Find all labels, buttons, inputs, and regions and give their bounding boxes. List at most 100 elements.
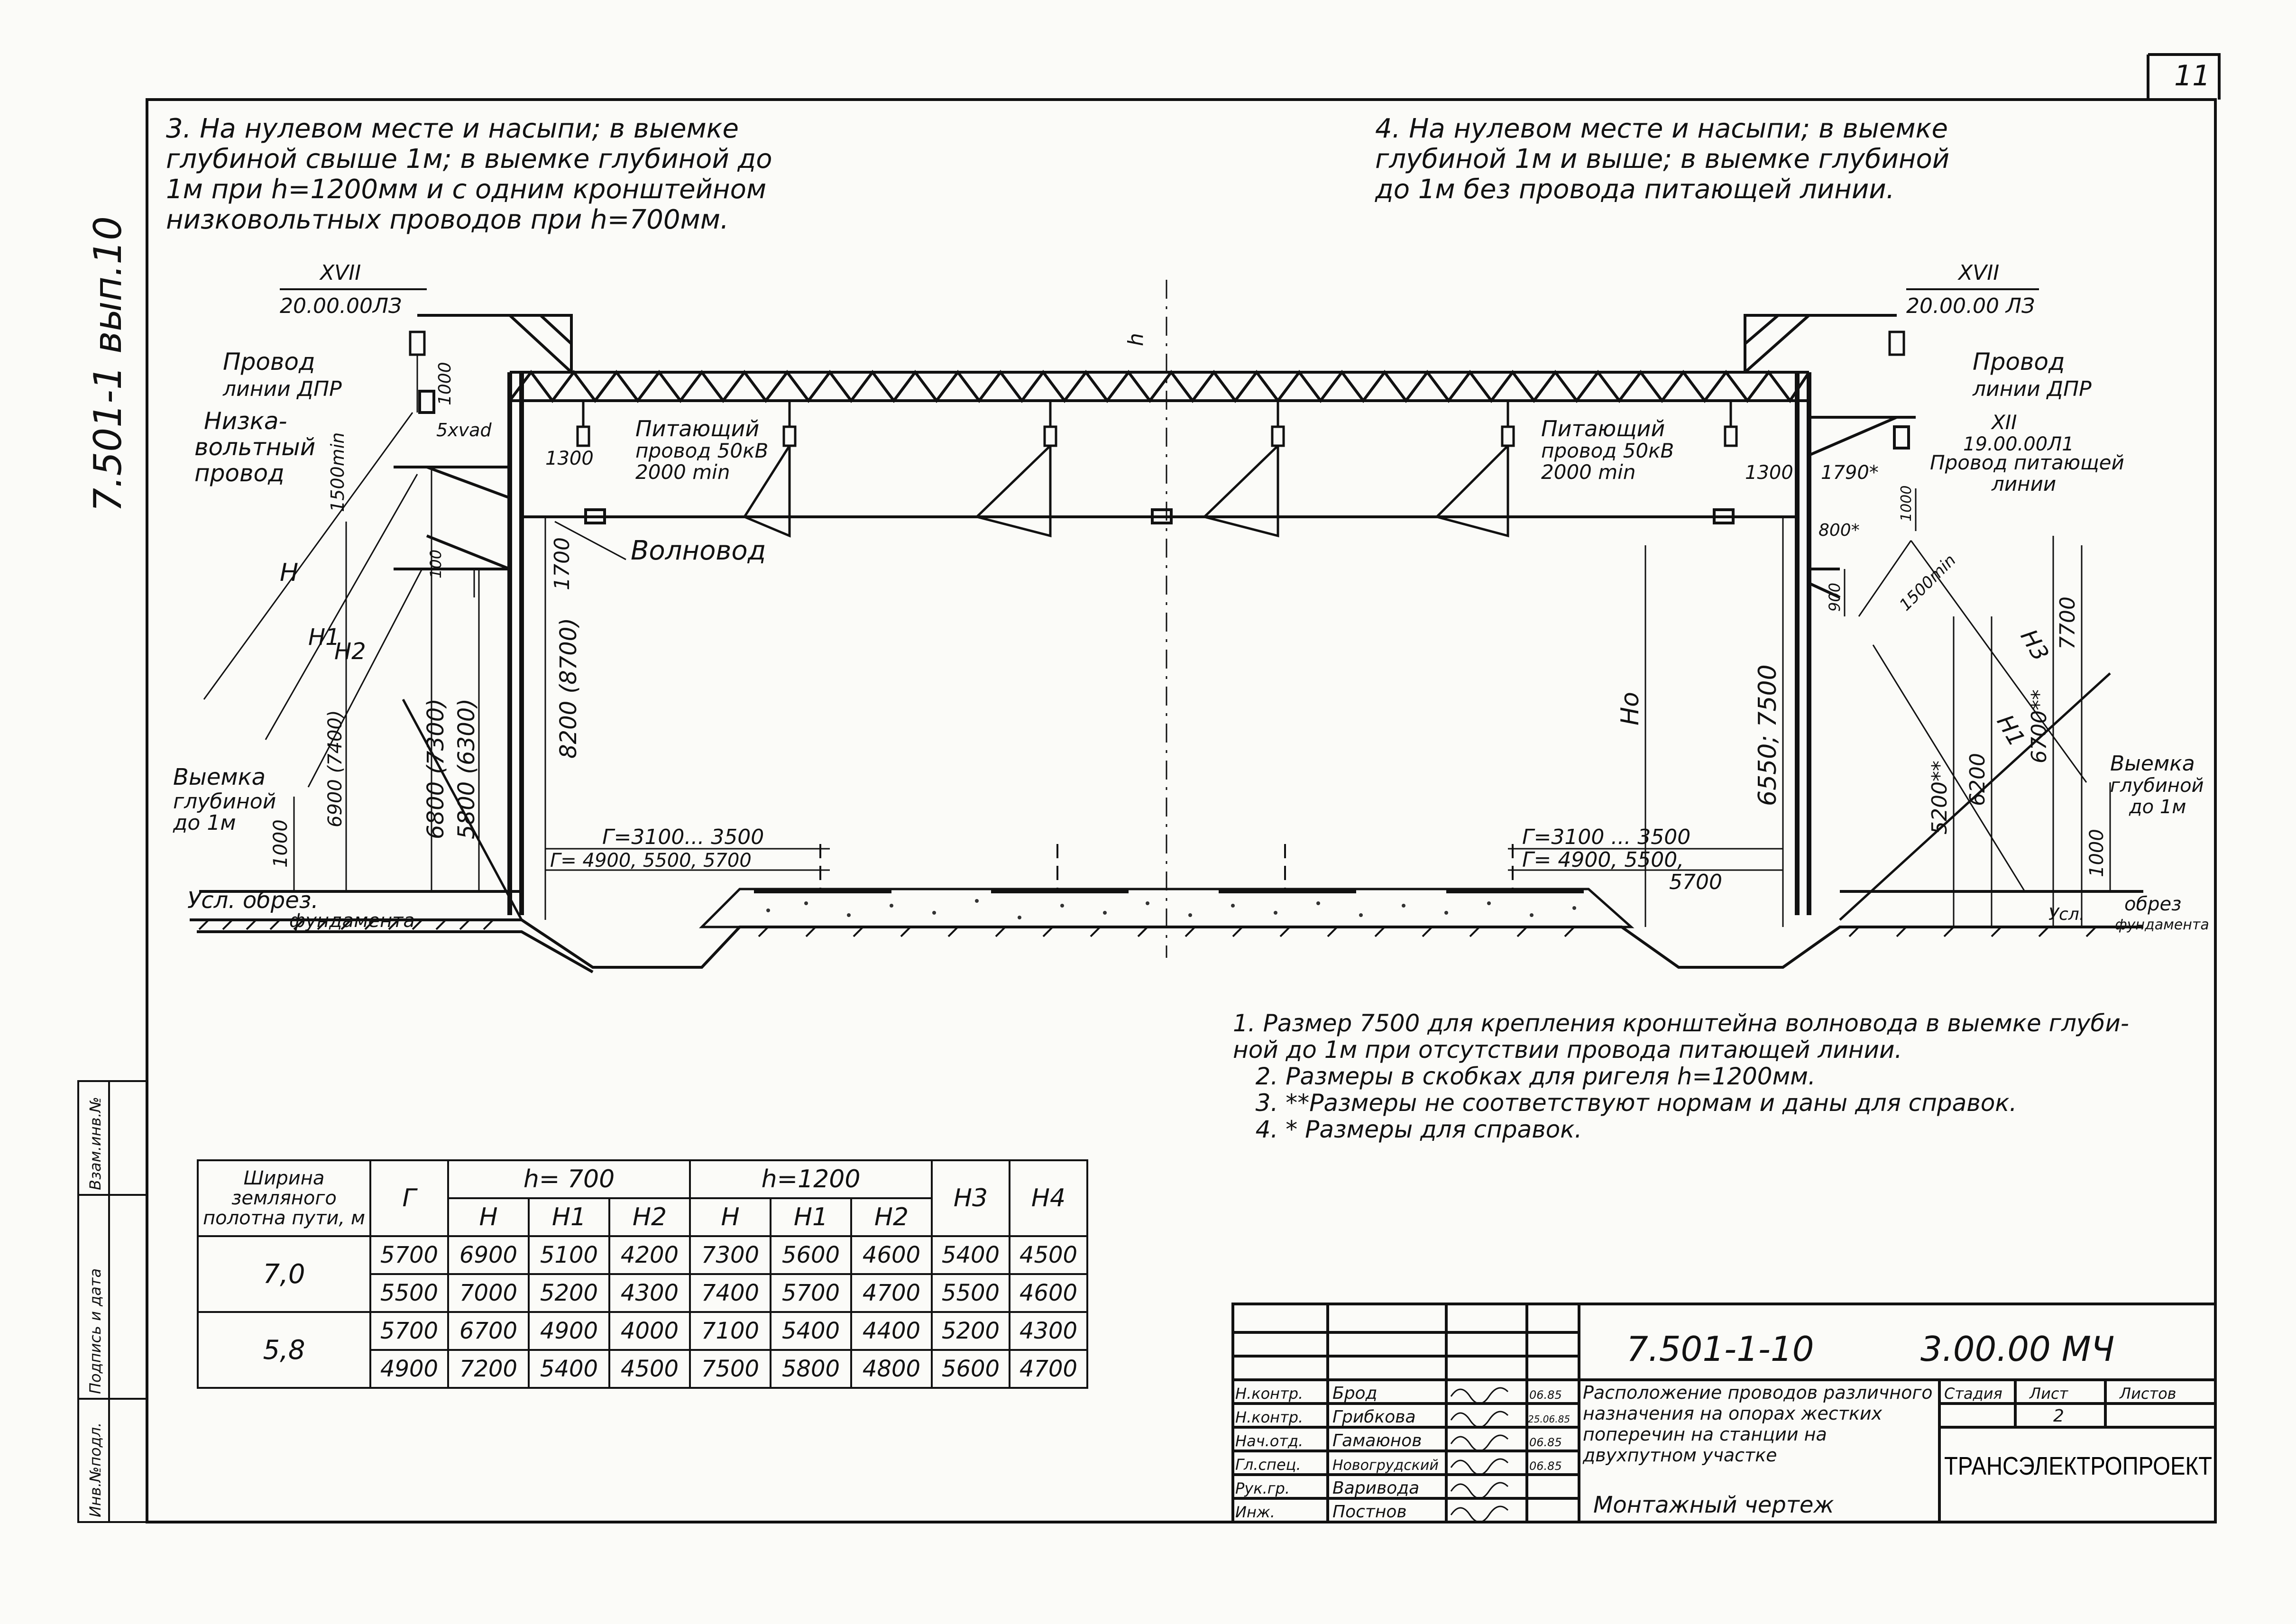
dim-800: 800* bbox=[1818, 521, 1860, 540]
dim-1500min: 1500min bbox=[327, 432, 348, 512]
dim-1000b: 1000 bbox=[270, 819, 292, 868]
title-description: Расположение проводов различного назначе… bbox=[1583, 1382, 1933, 1466]
cell: 4800 bbox=[850, 1349, 933, 1389]
cell: 5100 bbox=[528, 1235, 610, 1275]
dim-1000a: 1000 bbox=[435, 362, 455, 405]
feeder-left-1: Питающий bbox=[635, 416, 759, 441]
th-G: Г bbox=[369, 1159, 449, 1237]
cell-width: 5,8 bbox=[197, 1311, 371, 1389]
waveguide-leader bbox=[554, 521, 626, 560]
label-dpr-wire-1: Провод bbox=[223, 348, 315, 376]
feeder-right-3: 2000 min bbox=[1541, 460, 1635, 484]
cell: 7400 bbox=[689, 1273, 771, 1313]
signatures bbox=[1450, 1387, 1509, 1523]
cell: 6700 bbox=[447, 1311, 530, 1351]
signer-date-2: 06.85 bbox=[1529, 1436, 1562, 1449]
dim-900: 900 bbox=[1826, 583, 1844, 612]
dim-5800: 5800 (6300) bbox=[453, 698, 480, 839]
signer-date-3: 06.85 bbox=[1529, 1459, 1562, 1473]
gauge-left-1: Г=3100... 3500 bbox=[602, 825, 764, 849]
right-feeder-1: Провод питающей bbox=[1930, 451, 2124, 474]
waveguide-line bbox=[522, 508, 1797, 524]
cell: 4500 bbox=[1009, 1235, 1088, 1275]
dim-H3: H3 bbox=[2015, 625, 2054, 666]
cell-width: 7,0 bbox=[197, 1235, 371, 1313]
dim-H2: H2 bbox=[334, 638, 366, 665]
cell: 5400 bbox=[770, 1311, 852, 1351]
title-block-frame bbox=[1231, 1303, 2217, 1523]
label-cut-3: до 1м bbox=[173, 811, 236, 835]
cell: 7000 bbox=[447, 1273, 530, 1313]
label-dpr-wire-2: линии ДПР bbox=[222, 377, 342, 401]
right-mast bbox=[1795, 372, 1811, 915]
label-low-volt-1: Низка- bbox=[204, 407, 287, 435]
signer-name-4: Варивода bbox=[1332, 1478, 1419, 1498]
th-h1200: h=1200 bbox=[689, 1159, 933, 1199]
dim-1300-left: 1300 bbox=[545, 448, 594, 469]
th-sub: H2 bbox=[850, 1197, 933, 1237]
dim-1000d: 1000 bbox=[2086, 829, 2108, 877]
cell: 7500 bbox=[689, 1349, 771, 1389]
ground-hatch bbox=[198, 919, 2097, 937]
label-low-volt-3: провод bbox=[194, 459, 285, 487]
sheet-code: 3.00.00 МЧ bbox=[1920, 1329, 2114, 1369]
sheets-label: Листов bbox=[2119, 1385, 2177, 1403]
right-cut-3: до 1м bbox=[2129, 796, 2186, 818]
dim-6200: 6200 bbox=[1965, 753, 1990, 806]
th-H4: H4 bbox=[1009, 1159, 1088, 1237]
dim-1700: 1700 bbox=[550, 537, 574, 590]
dim-7700: 7700 bbox=[2056, 596, 2080, 650]
signer-role-0: Н.контр. bbox=[1235, 1385, 1303, 1403]
dim-H1-right: H1 bbox=[1992, 710, 2030, 751]
right-label-dpr-2: линии ДПР bbox=[1972, 377, 2092, 401]
cell: 5800 bbox=[770, 1349, 852, 1389]
right-cond-3: фундамента bbox=[2115, 917, 2209, 933]
ground-line bbox=[190, 890, 2143, 973]
signer-rows: Н.контр. Брод 06.85 Н.контр. Грибкова 25… bbox=[1235, 1384, 1570, 1522]
sheet-value: 2 bbox=[2053, 1406, 2064, 1426]
feeder-hangers bbox=[576, 401, 1738, 447]
cell: 7300 bbox=[689, 1235, 771, 1275]
top-brackets bbox=[417, 314, 1897, 374]
right-ref-code: 20.00.00 ЛЗ bbox=[1906, 294, 2035, 318]
label-cut-2: глубиной bbox=[173, 789, 276, 814]
gauge-right-3: 5700 bbox=[1669, 870, 1722, 894]
cell: 4300 bbox=[1009, 1311, 1088, 1351]
right-ref-roman: XVII bbox=[1957, 261, 1999, 285]
stamp-sign: Подпись и дата bbox=[86, 1268, 104, 1394]
table-row: 4900 7200 5400 4500 7500 5800 4800 5600 … bbox=[198, 1349, 1088, 1389]
dim-lines-right bbox=[1644, 488, 2111, 927]
right-feeder-2: линии bbox=[1991, 472, 2056, 495]
drawing-type: Монтажный чертеж bbox=[1593, 1492, 1834, 1518]
dim-H1: H1 bbox=[308, 624, 340, 651]
catenary-supports bbox=[743, 445, 1509, 538]
dim-100: 100 bbox=[427, 550, 445, 578]
cell: 7100 bbox=[689, 1311, 771, 1351]
note-top-right: 4. На нулевом месте и насыпи; в выемке г… bbox=[1375, 113, 1950, 205]
label-low-volt-2: вольтный bbox=[194, 433, 315, 461]
binding-code: 7.501-1 вып.10 bbox=[86, 216, 130, 512]
cell: 4700 bbox=[1009, 1349, 1088, 1389]
dimensions-table: Ширина земляного полотна пути, м Г h= 70… bbox=[197, 1159, 1088, 1389]
gauge-right-1: Г=3100 ... 3500 bbox=[1522, 825, 1690, 849]
cell: 4000 bbox=[608, 1311, 691, 1351]
cell: 4900 bbox=[528, 1311, 610, 1351]
dim-1790: 1790* bbox=[1821, 462, 1879, 484]
right-ref2-code: 19.00.00Л1 bbox=[1963, 433, 2074, 455]
cell: 4300 bbox=[608, 1273, 691, 1313]
dim-6800: 6800 (7300) bbox=[422, 698, 449, 839]
dim-h: h bbox=[1124, 333, 1148, 346]
low-voltage-brackets bbox=[394, 390, 511, 570]
sheet-label: Лист bbox=[2029, 1385, 2068, 1403]
feeder-right-2: провод 50кВ bbox=[1541, 439, 1674, 462]
dim-1300-right: 1300 bbox=[1745, 462, 1793, 484]
label-cond-2: фундамента bbox=[289, 910, 415, 932]
dim-6550: 6550; 7500 bbox=[1754, 664, 1782, 806]
cell: 5200 bbox=[931, 1311, 1010, 1351]
signer-name-1: Грибкова bbox=[1332, 1407, 1416, 1427]
th-h700: h= 700 bbox=[447, 1159, 691, 1199]
th-sub: H2 bbox=[608, 1197, 691, 1237]
ballast-prism bbox=[698, 888, 1635, 928]
signer-name-2: Гамаюнов bbox=[1332, 1431, 1422, 1450]
dim-lines-left bbox=[203, 356, 546, 920]
